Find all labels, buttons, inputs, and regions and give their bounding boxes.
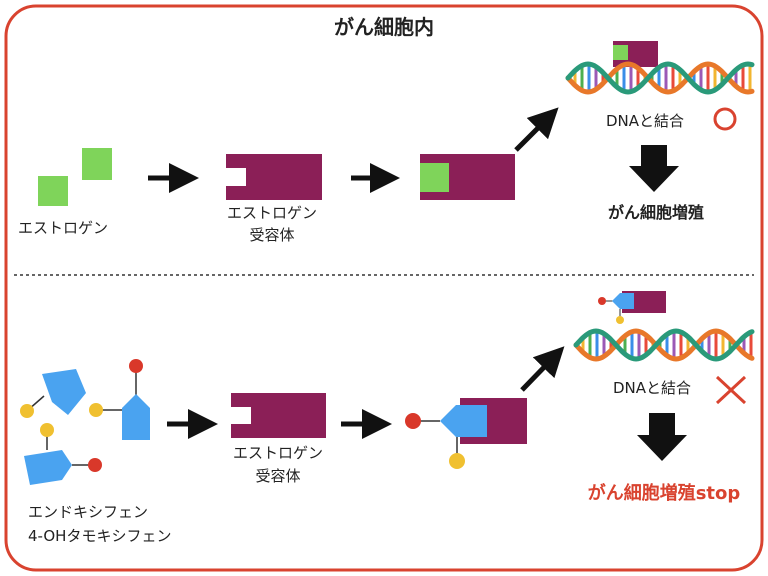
dna-helix [573, 328, 755, 362]
red-atom [88, 458, 102, 472]
tamoxifen-molecule [20, 369, 86, 418]
tamoxifen-molecule [24, 423, 102, 485]
estrogen-molecule [38, 176, 68, 206]
arrow-down-icon [629, 145, 679, 192]
dna-strand [565, 61, 755, 95]
receptor-label-line1: エストロゲン [233, 444, 323, 462]
tamoxifen-molecule-small [598, 293, 634, 324]
success-mark-icon [713, 107, 737, 131]
bottom-result: がん細胞増殖stop [588, 482, 741, 504]
top-result: がん細胞増殖 [608, 203, 704, 222]
yellow-atom [89, 403, 103, 417]
red-atom [598, 297, 606, 305]
arrow-down-icon [637, 413, 687, 461]
estrogen-label: エストロゲン [18, 219, 108, 237]
dna-helix [565, 61, 755, 95]
outer-frame [4, 4, 764, 572]
estrogen-molecule [82, 148, 112, 180]
arrow-diagonal-icon [520, 346, 565, 392]
red-atom [129, 359, 143, 373]
dna-bind-label: DNAと結合 [606, 112, 684, 130]
receptor-label-line1: エストロゲン [227, 204, 317, 222]
bottom-section: エンドキシフェン 4-OHタモキシフェン エストロゲン 受容体 [20, 291, 755, 545]
dna-strand [573, 328, 755, 362]
red-atom [405, 413, 421, 429]
drug-label-line2: 4-OHタモキシフェン [28, 527, 171, 545]
yellow-atom [40, 423, 54, 437]
title: がん細胞内 [334, 15, 434, 39]
tamoxifen-molecule-bound [405, 405, 487, 469]
top-section: エストロゲン エストロゲン 受容体 DNAと結合 がん細胞増殖 [18, 41, 755, 244]
dna-strand [573, 328, 755, 362]
estrogen-receptor-empty [226, 154, 322, 200]
fail-mark-icon [715, 375, 747, 405]
dna-bind-label: DNAと結合 [613, 379, 691, 397]
receptor-label-line2: 受容体 [249, 226, 294, 244]
estrogen-molecule-bound [420, 163, 449, 192]
yellow-atom [20, 404, 34, 418]
drug-label-line1: エンドキシフェン [28, 503, 148, 521]
tamoxifen-molecule [89, 359, 150, 440]
estrogen-molecule-on-dna [613, 45, 628, 60]
receptor-label-line2: 受容体 [255, 467, 300, 485]
yellow-atom [449, 453, 465, 469]
yellow-atom [616, 316, 624, 324]
dna-strand [565, 61, 755, 95]
estrogen-receptor-empty [231, 393, 326, 438]
arrow-diagonal-icon [514, 107, 559, 152]
